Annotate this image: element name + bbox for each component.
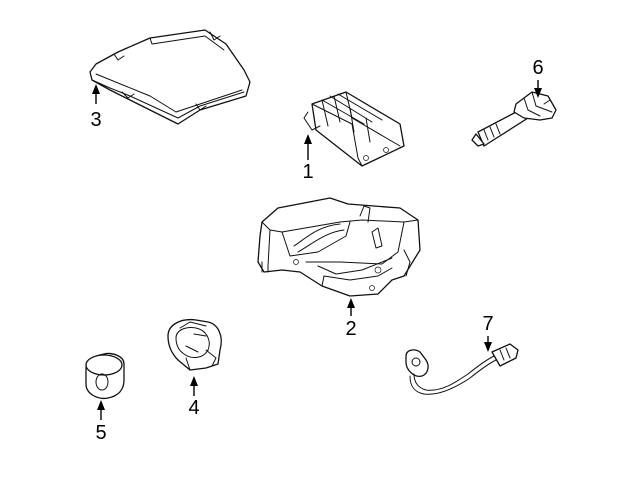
part-5-grommet[interactable] <box>85 352 125 400</box>
callout-lead-2 <box>347 298 355 316</box>
callout-3: 3 <box>90 109 101 131</box>
callout-lead-1 <box>304 134 312 160</box>
callout-7: 7 <box>482 313 493 335</box>
callout-5: 5 <box>95 422 106 444</box>
part-7-knock-sensor[interactable] <box>405 343 519 395</box>
callout-1: 1 <box>302 161 313 183</box>
callout-lead-3 <box>92 84 100 104</box>
callout-4: 4 <box>188 397 199 419</box>
callout-2: 2 <box>345 318 356 340</box>
part-1-ecm-module[interactable] <box>303 91 405 167</box>
part-4-bracket[interactable] <box>167 318 222 371</box>
callout-lead-7 <box>484 336 492 352</box>
callout-lead-5 <box>97 400 105 420</box>
callout-6: 6 <box>532 57 543 79</box>
part-6-ignition-coil[interactable] <box>471 91 557 147</box>
callout-lead-6 <box>534 80 542 98</box>
part-3-ecm-cover[interactable] <box>89 29 251 125</box>
part-2-mounting-tray[interactable] <box>257 197 421 297</box>
callout-lead-4 <box>190 376 198 396</box>
